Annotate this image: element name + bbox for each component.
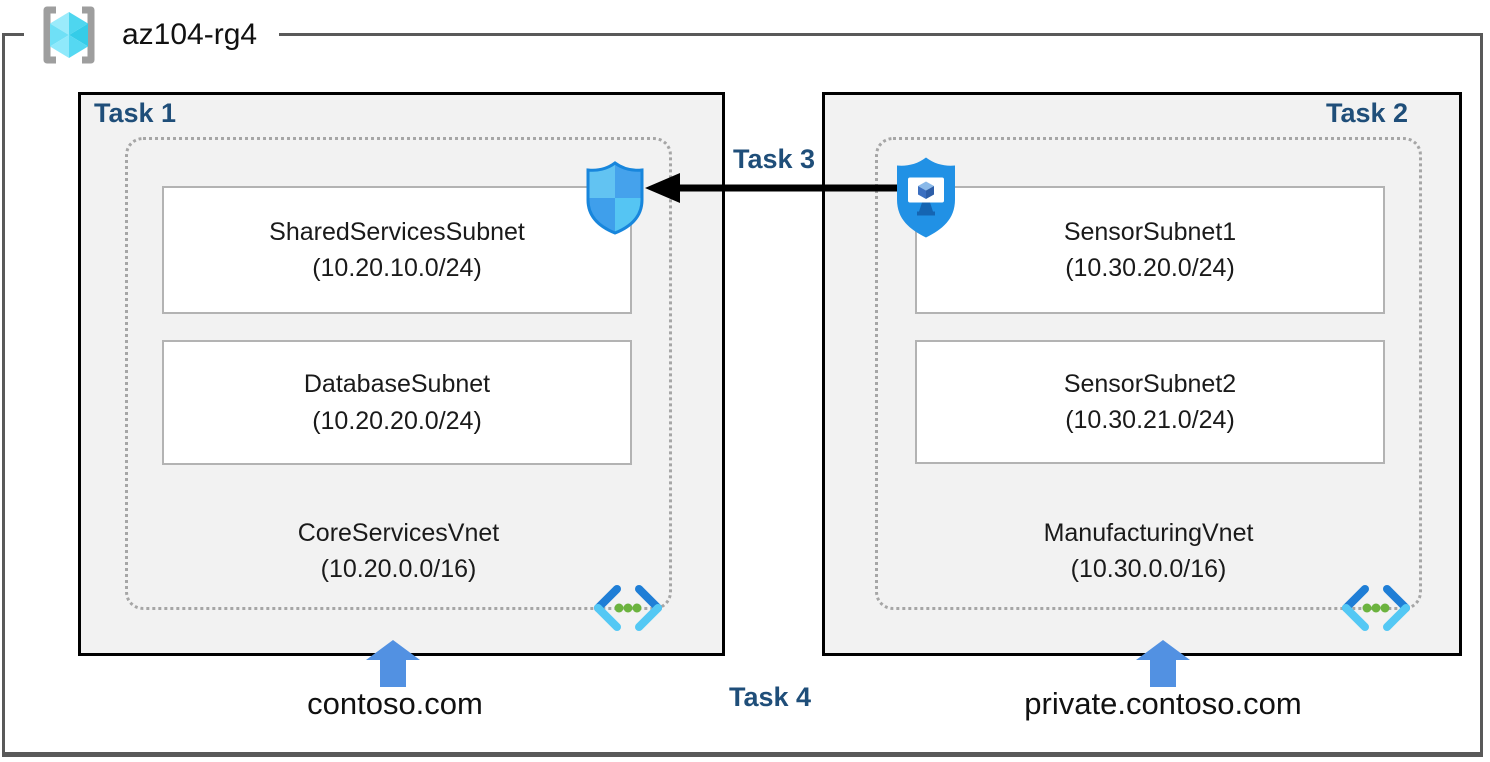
vnet-cidr-text: (10.30.0.0/16) <box>1070 555 1227 584</box>
shared-services-subnet-box: SharedServicesSubnet (10.20.10.0/24) <box>162 186 632 314</box>
contoso-dns-zone-label: contoso.com <box>307 686 483 721</box>
subnet-name: DatabaseSubnet <box>303 370 491 399</box>
sensor-subnet1-box: SensorSubnet1 (10.30.20.0/24) <box>915 186 1385 314</box>
subnet-name: SensorSubnet1 <box>1063 217 1237 246</box>
resource-group-label: az104-rg4 <box>122 18 258 51</box>
virtual-network-icon <box>1342 585 1410 631</box>
subnet-cidr: (10.30.20.0/24) <box>1065 254 1235 282</box>
connection-arrow <box>645 173 898 203</box>
database-subnet-box: DatabaseSubnet (10.20.20.0/24) <box>162 340 632 465</box>
task1-label: Task 1 <box>94 98 177 128</box>
task2-label: Task 2 <box>1326 98 1409 128</box>
sensor-subnet2-box: SensorSubnet2 (10.30.21.0/24) <box>915 340 1385 464</box>
virtual-network-icon <box>594 585 662 631</box>
vnet-name-text: CoreServicesVnet <box>297 519 500 547</box>
subnet-cidr: (10.20.10.0/24) <box>312 254 482 282</box>
up-arrow-icon <box>366 640 420 687</box>
vnet-cidr-text: (10.20.0.0/16) <box>320 555 477 584</box>
network-security-group-icon <box>586 161 644 235</box>
resource-group-icon <box>43 6 95 64</box>
resource-group-header: az104-rg4 <box>24 0 280 70</box>
subnet-cidr: (10.20.20.0/24) <box>312 406 482 435</box>
subnet-name: SensorSubnet2 <box>1063 369 1237 398</box>
task3-label: Task 3 <box>732 144 816 174</box>
subnet-name: SharedServicesSubnet <box>269 217 525 246</box>
manufacturing-vnet-label: ManufacturingVnet (10.30.0.0/16) <box>875 515 1422 588</box>
core-services-vnet-boundary <box>125 137 672 610</box>
task4-label: Task 4 <box>728 682 812 712</box>
up-arrow-icon <box>1136 640 1190 687</box>
private-contoso-dns-zone-label: private.contoso.com <box>1024 686 1302 721</box>
core-services-vnet-label: CoreServicesVnet (10.20.0.0/16) <box>125 515 672 588</box>
bastion-icon <box>897 157 955 238</box>
subnet-cidr: (10.30.21.0/24) <box>1065 406 1235 434</box>
manufacturing-vnet-boundary <box>875 137 1422 610</box>
vnet-name-text: ManufacturingVnet <box>1043 519 1254 547</box>
